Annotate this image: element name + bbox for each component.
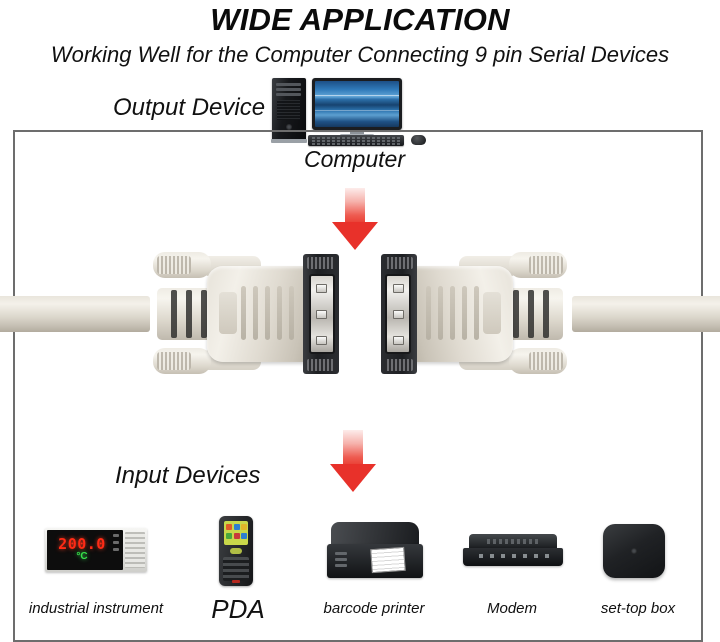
instrument-unit: °C [76, 551, 88, 562]
device-label: industrial instrument [28, 600, 164, 617]
mouse-icon [411, 135, 426, 145]
computer-caption: Computer [304, 146, 405, 172]
device-industrial-instrument: 200.0 °C industrial instrument [27, 512, 165, 640]
monitor-icon [312, 78, 402, 137]
keyboard-icon [308, 135, 404, 146]
arrow-down-icon-2 [330, 430, 376, 492]
computer-icon [271, 78, 437, 146]
output-device-label: Output Device [113, 94, 266, 121]
modem-icon [443, 512, 581, 588]
barcode-printer-icon [305, 512, 443, 588]
device-pda: PDA [169, 512, 307, 640]
device-label: set-top box [600, 600, 676, 617]
page-title: WIDE APPLICATION [210, 2, 510, 37]
input-device-row: 200.0 °C industrial instrument PDA [13, 512, 703, 640]
input-devices-label: Input Devices [115, 462, 261, 489]
db9-female-connector-icon [355, 238, 585, 390]
set-top-box-icon [569, 512, 707, 588]
device-label: Modem [486, 600, 538, 617]
serial-cable-icon-right [572, 296, 720, 332]
industrial-instrument-icon: 200.0 °C [27, 512, 165, 588]
device-set-top-box: set-top box [569, 512, 707, 640]
instrument-reading: 200.0 [58, 535, 106, 553]
pc-tower-icon [271, 78, 307, 143]
pda-icon [169, 512, 307, 588]
device-barcode-printer: barcode printer [305, 512, 443, 640]
serial-cable-icon-left [0, 296, 150, 332]
page-subtitle: Working Well for the Computer Connecting… [50, 42, 670, 67]
arrow-down-icon [332, 188, 378, 250]
device-label: barcode printer [323, 600, 425, 617]
device-label: PDA [211, 594, 265, 624]
device-modem: Modem [443, 512, 581, 640]
db9-male-connector-icon [135, 238, 365, 390]
